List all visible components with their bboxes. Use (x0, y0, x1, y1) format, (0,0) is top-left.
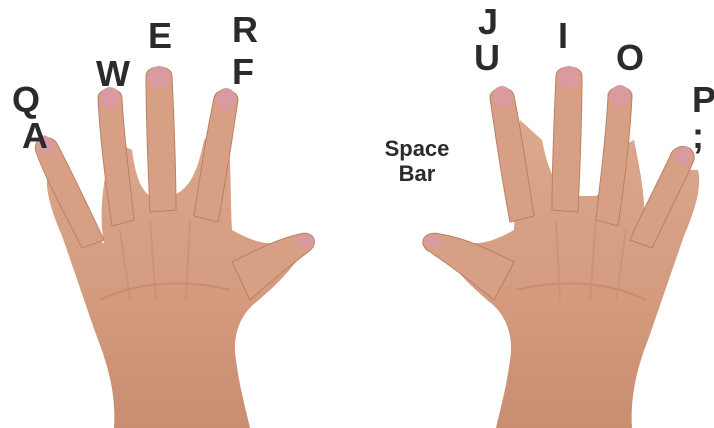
right-thumb-nail (424, 234, 442, 248)
left-ring-key: W (96, 56, 130, 92)
right-ring-nail (610, 85, 630, 107)
left-thumb-nail (296, 234, 314, 248)
right-ring-key: O (616, 40, 644, 76)
right-hand (423, 66, 699, 428)
right-pinky-top-key: P (692, 82, 714, 118)
right-index-nail (492, 86, 512, 108)
space-bar-label-line2: Bar (370, 161, 464, 186)
space-bar-label: Space Bar (370, 136, 464, 187)
right-middle-finger (552, 67, 582, 212)
right-pinky-home-key: ; (692, 118, 704, 154)
right-middle-key: I (558, 18, 568, 54)
space-bar-label-line1: Space (370, 136, 464, 161)
left-pinky-top-key: Q (12, 82, 40, 118)
left-middle-key: E (148, 18, 172, 54)
right-index-home-key: U (474, 40, 500, 76)
left-pinky-home-key: A (22, 118, 48, 154)
left-middle-nail (148, 66, 170, 88)
left-index-home-key: F (232, 54, 254, 90)
right-middle-nail (558, 66, 580, 88)
left-middle-finger (146, 67, 176, 212)
right-index-top-key: J (478, 4, 498, 40)
left-hand (33, 66, 314, 428)
left-index-top-key: R (232, 12, 258, 48)
